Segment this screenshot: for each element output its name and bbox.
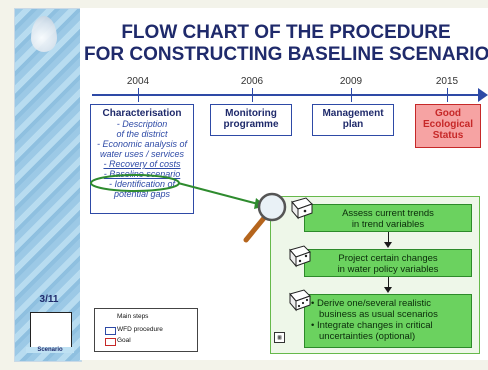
step1-line-1: Assess current trends [342,208,434,219]
milestone-monitoring: Monitoring programme [210,104,292,136]
legend-swatch-goal [105,338,116,346]
scenario-label: Scenario [26,347,74,353]
step2-line-1: Project certain changes [338,253,438,264]
legend-item-wfd: WFD procedure [117,326,163,333]
goal-title-line-2: Ecological [422,119,473,130]
characterisation-item: potential gaps [113,189,171,199]
management-title-line-1: Management [322,108,384,119]
characterisation-item: - Economic analysis of [96,139,188,149]
year-2009: 2009 [339,76,363,87]
milestone-goal: Good Ecological Status [415,104,481,148]
characterisation-item: - Description [116,119,168,129]
management-title-line-2: plan [342,119,364,130]
timeline-arrowhead [478,88,488,102]
goal-title-line-3: Status [432,130,464,141]
year-2015: 2015 [435,76,459,87]
scenario-chart-box [30,312,72,348]
arrowhead-step1-step2 [384,242,392,248]
page-number: 3/11 [39,294,59,305]
step3-bullet: • Integrate changes in critical uncertai… [311,320,433,342]
legend: Main steps WFD procedure Goal [94,308,198,352]
monitoring-title-line-1: Monitoring [225,108,277,119]
monitoring-title-line-2: programme [223,119,279,130]
step1-line-2: in trend variables [351,219,425,230]
characterisation-item: - Identification of [108,179,176,189]
timeline-axis [92,94,482,96]
water-drop-logo [31,16,57,52]
tick-2004 [138,88,139,102]
title-line-2: FOR CONSTRUCTING BASELINE SCENARIO [84,44,488,65]
step2-line-2: in water policy variables [337,264,439,275]
characterisation-item-baseline: - Baseline scenario [103,169,181,179]
arrow-step1-step2 [388,232,389,243]
step3-bullet: • Derive one/several realistic business … [311,298,438,320]
arrowhead-step2-step3 [384,287,392,293]
settings-square-icon: ▦ [274,332,285,343]
year-2006: 2006 [240,76,264,87]
title-line-1: FLOW CHART OF THE PROCEDURE [121,22,451,43]
tick-2015 [447,88,448,102]
tick-2009 [351,88,352,102]
milestone-characterisation: Characterisation - Description of the di… [90,104,194,214]
goal-title-line-1: Good [434,108,462,119]
step-derive-scenarios: • Derive one/several realistic business … [304,294,472,348]
legend-item-main-steps: Main steps [117,313,149,320]
slide-title: FLOW CHART OF THE PROCEDURE FOR CONSTRUC… [84,22,488,66]
tick-2006 [252,88,253,102]
milestone-management: Management plan [312,104,394,136]
step-project-changes: Project certain changes in water policy … [304,249,472,277]
characterisation-item: - Recovery of costs [103,159,181,169]
year-2004: 2004 [126,76,150,87]
step-assess-trends: Assess current trends in trend variables [304,204,472,232]
decorative-water-strip [14,8,82,362]
arrow-step2-step3 [388,277,389,288]
characterisation-item: water uses / services [99,149,185,159]
legend-item-goal: Goal [117,337,131,344]
characterisation-title: Characterisation [102,108,182,119]
legend-swatch-wfd [105,327,116,335]
characterisation-item: of the district [116,129,168,139]
